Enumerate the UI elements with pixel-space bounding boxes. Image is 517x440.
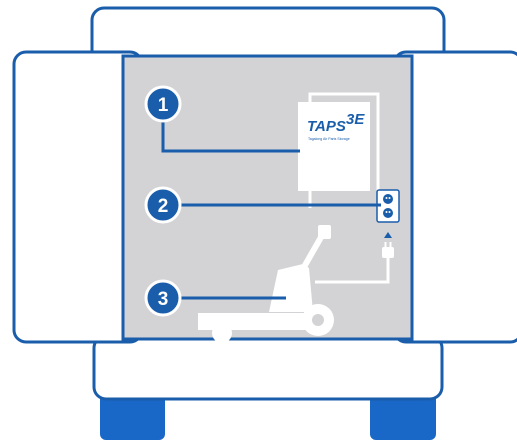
callout-2: 2: [146, 188, 180, 222]
outlet-socket-top: [383, 194, 393, 204]
callout-2-number: 2: [158, 196, 169, 217]
callout-3: 3: [146, 281, 180, 315]
outlet-socket-bottom: [383, 208, 393, 218]
taps-unit: TAPS 3E Tagalong Air Parts Storage: [298, 94, 378, 208]
logo-tagline: Tagalong Air Parts Storage: [308, 137, 350, 141]
callout-1-number: 1: [158, 95, 169, 116]
logo-superscript: 3E: [346, 111, 365, 128]
callout-1: 1: [146, 87, 180, 121]
bottom-base: [94, 336, 442, 399]
callout-3-number: 3: [158, 289, 169, 310]
logo-text: TAPS: [307, 118, 346, 135]
